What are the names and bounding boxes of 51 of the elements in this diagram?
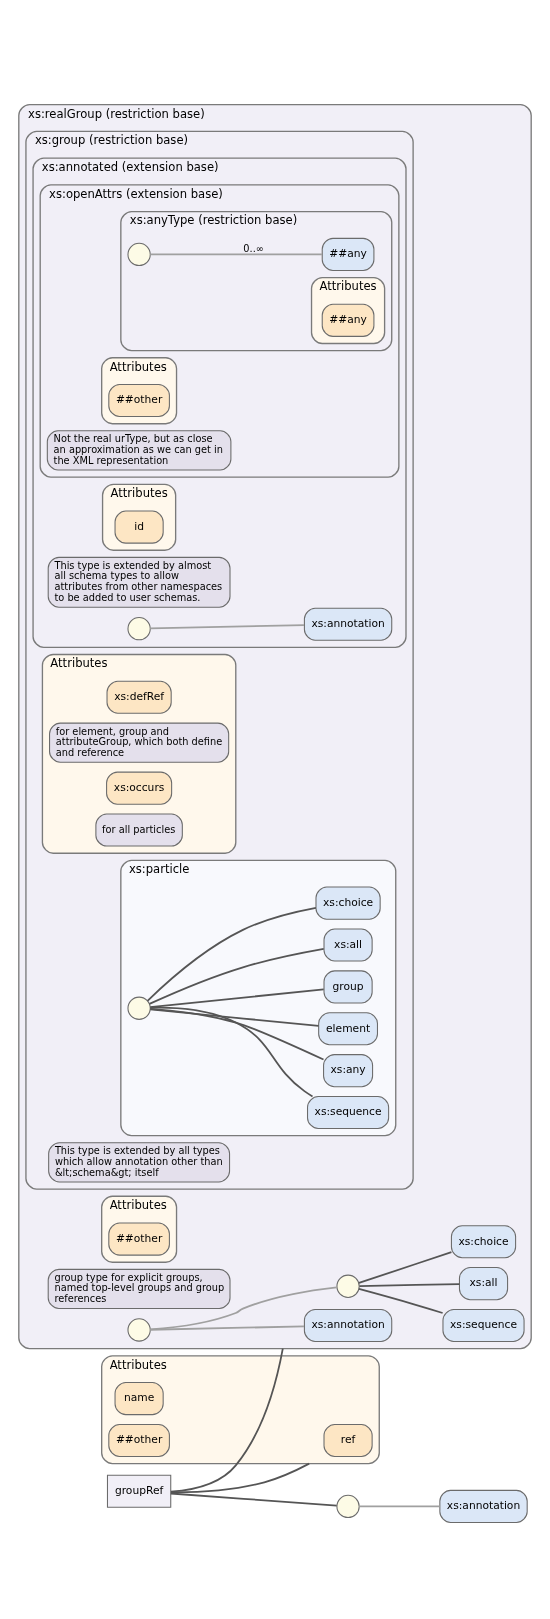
node-box: xs:annotation [303, 607, 393, 641]
node-box: ##any [321, 303, 375, 337]
node-box: xs:choice [450, 1224, 517, 1258]
node-box: xs:any [323, 1053, 374, 1087]
node-box: xs:choice [315, 886, 381, 920]
connector [170, 1462, 311, 1493]
node-circle [336, 1494, 360, 1518]
connector [358, 1287, 444, 1314]
node-box: group [323, 969, 373, 1003]
connector [149, 987, 325, 1008]
node-box: groupRef [106, 1474, 172, 1508]
node-box: xs:annotation [303, 1308, 393, 1342]
node-box: This type is extended by all types which allow annotation other than &lt;schema&gt; itself [48, 1141, 231, 1183]
node-box: for all particles [95, 812, 183, 847]
node-box: ##any [321, 237, 375, 271]
node-box: xs:sequence [307, 1095, 390, 1129]
node-circle [127, 616, 151, 640]
node-circle [127, 996, 151, 1020]
edge-label: 0..∞ [243, 242, 264, 254]
node-box: xs:defRef [106, 680, 172, 714]
connector [169, 1492, 338, 1507]
connector [146, 906, 317, 1002]
connector [149, 253, 323, 255]
node-box: for element, group and attributeGroup, which both define and reference [49, 722, 230, 763]
connector [149, 1285, 338, 1330]
connector [358, 1282, 461, 1287]
node-box: xs:annotation [439, 1489, 528, 1523]
node-circle [127, 242, 151, 266]
node-box: xs:sequence [442, 1308, 525, 1342]
node-box: Not the real urType, but as close an approximation as we can get in the XML representation [46, 429, 232, 471]
connector [149, 1007, 325, 1060]
node-circle [336, 1274, 360, 1298]
connector [358, 1505, 441, 1507]
connector [148, 947, 325, 1005]
node-box: id [114, 510, 164, 544]
node-box: xs:all [458, 1266, 509, 1300]
node-box: group type for explicit groups, named top-level groups and group references [47, 1268, 231, 1309]
connector [149, 1006, 314, 1097]
node-circle [127, 1317, 151, 1342]
connector [149, 623, 305, 629]
node-box: name [114, 1381, 164, 1415]
node-box: ##other [108, 1222, 170, 1256]
node-box: This type is extended by almost all schema types to allow attributes from other namespaces to be added to user schemas. [47, 556, 231, 608]
node-box: ref [323, 1423, 373, 1457]
node-box: xs:all [323, 927, 373, 962]
connector [358, 1250, 453, 1284]
connector [149, 1325, 305, 1331]
node-box: xs:occurs [106, 771, 173, 805]
node-box: element [318, 1011, 378, 1045]
node-box: ##other [108, 1423, 170, 1457]
node-box: ##other [108, 383, 170, 417]
